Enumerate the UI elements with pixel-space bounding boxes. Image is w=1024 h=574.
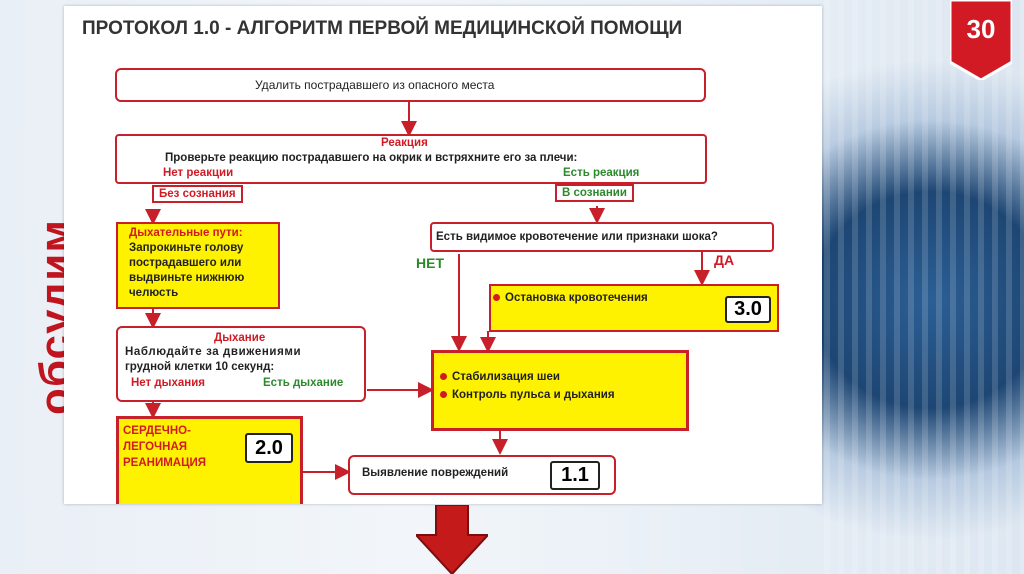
down-arrow-icon — [416, 505, 488, 574]
bullet-icon — [440, 391, 447, 399]
airway-line-1: Запрокиньте голову — [129, 242, 244, 254]
airway-line-2: пострадавшего или — [129, 257, 242, 269]
stabilization-box: Стабилизация шеи Контроль пульса и дыхан… — [431, 350, 689, 431]
airway-box: Дыхательные пути: Запрокиньте голову пос… — [116, 222, 280, 309]
slide-number: 30 — [966, 14, 996, 44]
airway-line-4: челюсть — [129, 287, 179, 299]
no-label: НЕТ — [416, 255, 444, 271]
no-breathing-label: Нет дыхания — [131, 377, 206, 389]
airway-heading: Дыхательные пути: — [129, 227, 243, 239]
bullet-icon — [440, 373, 447, 381]
background-stripes — [824, 0, 1024, 574]
injuries-text: Выявление повреждений — [362, 467, 509, 479]
protocol-number-3-0: 3.0 — [725, 296, 771, 323]
stabilization-item-2: Контроль пульса и дыхания — [440, 389, 615, 401]
yes-label: ДА — [714, 252, 735, 268]
cpr-box: СЕРДЕЧНО- ЛЕГОЧНАЯ РЕАНИМАЦИЯ 2.0 — [116, 416, 303, 504]
bleeding-question-box: Есть видимое кровотечение или признаки ш… — [430, 222, 774, 252]
stabilization-item-1: Стабилизация шеи — [440, 371, 560, 383]
cpr-line-3: РЕАНИМАЦИЯ — [123, 457, 207, 469]
cpr-line-2: ЛЕГОЧНАЯ — [123, 441, 188, 453]
injuries-box: Выявление повреждений 1.1 — [348, 455, 616, 495]
stop-bleeding-text: Остановка кровотечения — [493, 292, 648, 304]
reaction-heading: Реакция — [381, 137, 428, 149]
reaction-text: Проверьте реакцию пострадавшего на окрик… — [165, 152, 578, 164]
flowchart-slide: ПРОТОКОЛ 1.0 - АЛГОРИТМ ПЕРВОЙ МЕДИЦИНСК… — [64, 6, 822, 504]
slide-number-badge — [950, 0, 1012, 80]
breathing-line-2: грудной клетки 10 секунд: — [125, 361, 275, 373]
breathing-line-1: Наблюдайте за движениями — [125, 346, 302, 358]
airway-line-3: выдвиньте нижнюю — [129, 272, 245, 284]
no-reaction-label: Нет реакции — [163, 167, 234, 179]
flow-arrows — [145, 102, 710, 480]
has-reaction-label: Есть реакция — [563, 167, 640, 179]
stop-bleeding-label: Остановка кровотечения — [505, 292, 648, 304]
breathing-box: Дыхание Наблюдайте за движениями грудной… — [116, 326, 366, 402]
unconscious-label: Без сознания — [152, 185, 243, 203]
cpr-line-1: СЕРДЕЧНО- — [123, 425, 191, 437]
has-breathing-label: Есть дыхание — [263, 377, 344, 389]
breathing-heading: Дыхание — [214, 332, 266, 344]
protocol-number-1-1: 1.1 — [550, 461, 600, 490]
stop-bleeding-box: Остановка кровотечения 3.0 — [489, 284, 779, 332]
page-title: ПРОТОКОЛ 1.0 - АЛГОРИТМ ПЕРВОЙ МЕДИЦИНСК… — [82, 18, 683, 39]
remove-from-danger-box: Удалить пострадавшего из опасного места — [115, 68, 706, 102]
bullet-icon — [493, 294, 500, 302]
protocol-number-2-0: 2.0 — [245, 433, 293, 463]
conscious-label: В сознании — [555, 184, 634, 202]
bleeding-question-text: Есть видимое кровотечение или признаки ш… — [436, 231, 718, 243]
reaction-box: Реакция Проверьте реакцию пострадавшего … — [115, 134, 707, 184]
remove-from-danger-text: Удалить пострадавшего из опасного места — [255, 78, 495, 92]
